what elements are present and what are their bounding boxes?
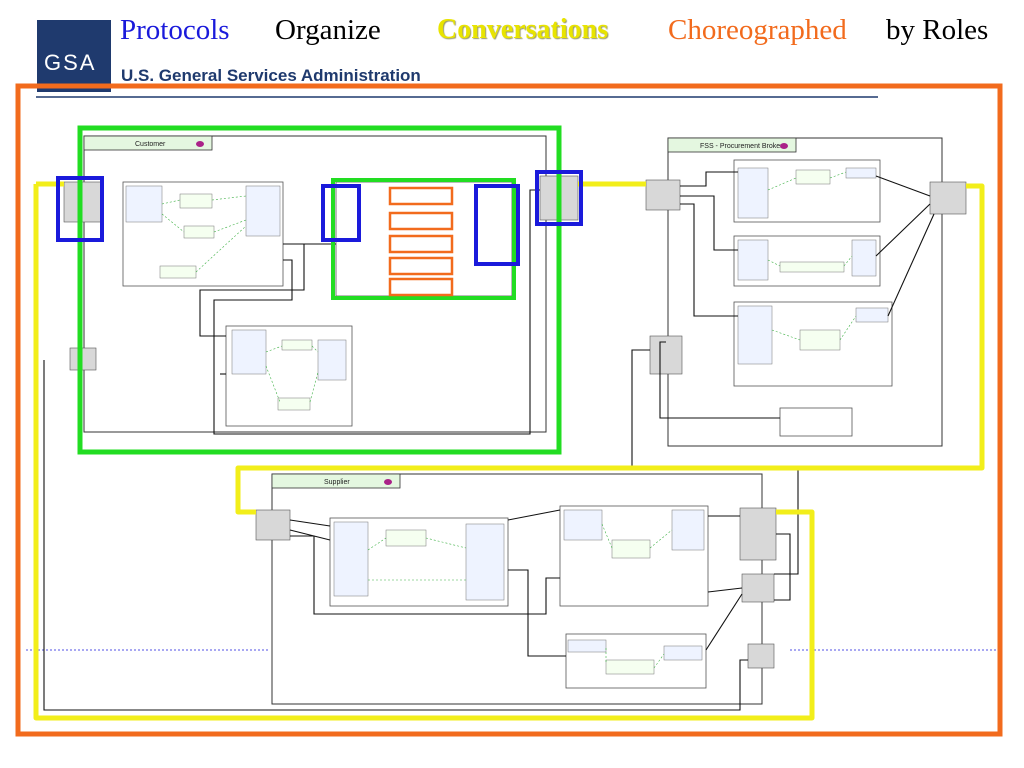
title-conversations: Conversations: [437, 14, 609, 45]
title-by-roles: by Roles: [886, 14, 989, 46]
gsa-logo-text: GSA: [44, 50, 97, 75]
message-flows: [161, 171, 857, 669]
conversation-path: [33, 181, 985, 721]
connector-lines: [43, 171, 935, 711]
title-protocols: Protocols: [120, 14, 230, 46]
supplier-lane-label: Supplier: [324, 479, 350, 486]
role-boxes: [388, 186, 454, 297]
gsa-logo: [37, 20, 111, 92]
supplier-lane-icon: [384, 479, 392, 485]
broker-lane-tab: [667, 137, 797, 153]
customer-lane-label: Customer: [135, 141, 166, 148]
title-organize: Organize: [275, 14, 381, 46]
customer-lane-tab: [83, 135, 213, 151]
customer-lane-icon: [196, 141, 204, 147]
outer-frame: [15, 83, 1003, 737]
agency-name: U.S. General Services Administration: [121, 66, 421, 84]
broker-process-d: [779, 407, 853, 437]
protocol-boxes: [56, 170, 583, 266]
supplier-lane-tab: [271, 473, 401, 489]
broker-lane-label: FSS - Procurement Broker: [700, 143, 783, 150]
broker-lane-icon: [780, 143, 788, 149]
organize-box-outer: [77, 125, 562, 455]
title-choreographed: Choreographed: [668, 14, 847, 46]
task-nodes: [125, 167, 889, 675]
component-stacks: [63, 175, 967, 669]
